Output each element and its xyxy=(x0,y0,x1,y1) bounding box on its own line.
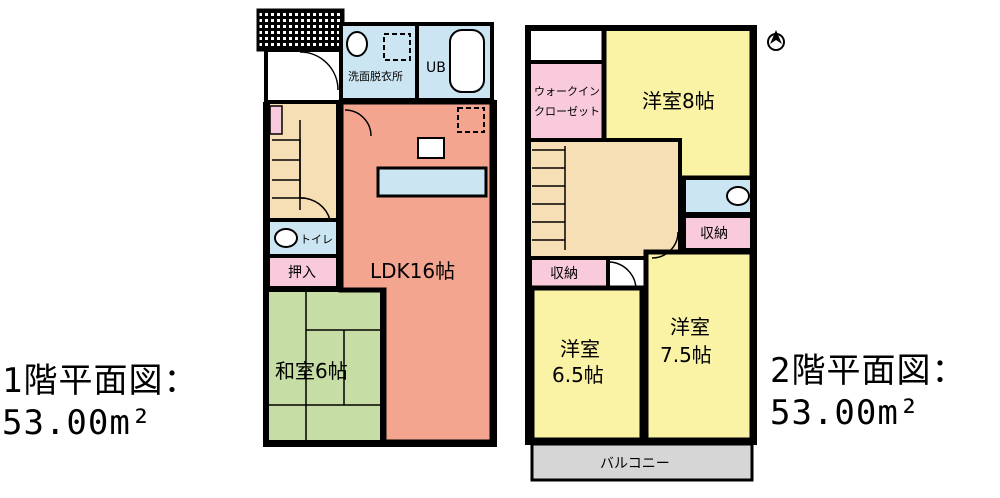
bath-label: UB xyxy=(426,60,446,76)
washer-space xyxy=(383,33,411,61)
washitsu-room xyxy=(264,288,384,444)
closet-label: 押入 xyxy=(288,265,316,281)
entrance-door-swing xyxy=(299,51,339,91)
wic-label-line1: ウォークイン xyxy=(534,85,600,98)
floor2-plan xyxy=(525,25,757,482)
shoe-cabinet xyxy=(269,105,283,135)
washroom-label: 洗面脱衣所 xyxy=(348,69,403,83)
western8-label: 洋室8帖 xyxy=(642,89,715,113)
ldk-label: LDK16帖 xyxy=(370,259,455,283)
fridge-space xyxy=(457,107,485,133)
sink-fixture xyxy=(346,31,368,57)
kitchen-counter xyxy=(376,166,488,198)
western-room-65 xyxy=(529,285,645,443)
wic-label-line2: クローゼット xyxy=(534,105,600,118)
floor1-title: 1階平面図： xyxy=(2,361,199,401)
toilet-label: トイレ xyxy=(300,233,333,246)
stairs-floor1 xyxy=(272,120,305,210)
floor1-outer-wall xyxy=(263,100,497,447)
bathtub-fixture xyxy=(449,29,485,93)
floor1-plan xyxy=(256,8,497,447)
wic-room xyxy=(526,60,608,142)
toilet-fixture xyxy=(274,228,298,248)
entrance-porch xyxy=(256,8,345,52)
floor2-title: 2階平面図： xyxy=(770,351,967,391)
storage-right-label: 収納 xyxy=(700,226,728,242)
floor1-area: 53.00m² xyxy=(2,403,153,443)
toilet2-fixture xyxy=(726,186,750,206)
ldk-door-swing xyxy=(344,109,372,137)
western65-door-swing xyxy=(609,261,637,289)
hall-floor2 xyxy=(526,138,682,260)
balcony-label: バルコニー xyxy=(600,456,670,472)
entrance-genkan xyxy=(264,48,343,104)
western75-label-line2: 7.5帖 xyxy=(660,343,712,367)
tatami-lines xyxy=(266,290,382,442)
floor2-area: 53.00m² xyxy=(770,393,921,433)
dining-table xyxy=(417,137,445,159)
north-arrow-icon xyxy=(767,30,785,51)
hall-door-swing xyxy=(299,197,331,221)
western75-door-swing xyxy=(651,231,679,259)
western65-label-line2: 6.5帖 xyxy=(552,363,604,387)
stairs-floor2 xyxy=(532,146,566,250)
storage-left-label: 収納 xyxy=(550,266,578,282)
western75-label-line1: 洋室 xyxy=(670,315,710,339)
western65-label-line1: 洋室 xyxy=(560,337,600,361)
washitsu-label: 和室6帖 xyxy=(275,359,348,383)
floor2-outer-wall xyxy=(525,25,757,445)
